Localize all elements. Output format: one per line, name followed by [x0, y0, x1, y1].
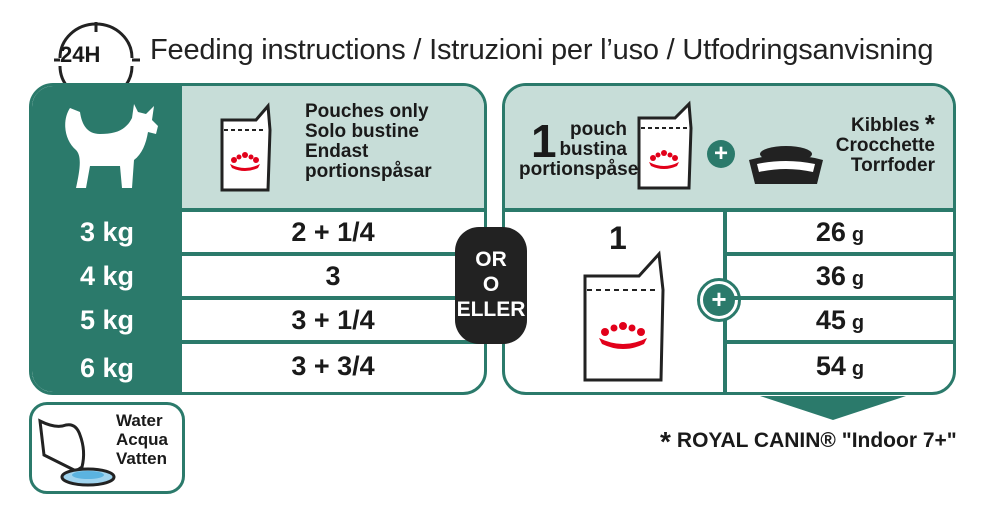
header-line-sv-1: Endast — [305, 141, 369, 162]
plus-icon: + — [703, 284, 735, 316]
amount-cell: 3 + 1/4 — [291, 304, 375, 335]
badge-label: 24H — [60, 42, 101, 67]
footnote-text: ROYAL CANIN® "Indoor 7+" — [676, 429, 957, 452]
water-en: Water — [116, 411, 163, 430]
bowl-icon — [749, 146, 823, 184]
page-title: Feeding instructions / Istruzioni per l’… — [150, 34, 934, 66]
footnote-star: * — [660, 426, 671, 457]
or-en: OR — [475, 248, 507, 271]
amount-cell: 3 + 3/4 — [291, 350, 375, 381]
water-label: Water Acqua Vatten — [116, 411, 168, 468]
row-divider — [32, 296, 484, 300]
pouch-icon — [220, 102, 272, 192]
weight-cell: 4 kg — [32, 256, 182, 296]
pouch-label-it: bustina — [559, 139, 627, 160]
pouch-icon — [637, 100, 693, 190]
row-divider — [727, 340, 953, 344]
or-sv: ELLER — [456, 298, 526, 321]
mixed-feeding-table: 1 pouch bustina portionspåse + Kibbles *… — [502, 83, 956, 395]
24h-clock-badge: 24H — [46, 12, 146, 102]
weight-cell: 3 kg — [32, 212, 182, 252]
pouch-large-icon — [583, 250, 665, 382]
header-line-it: Solo bustine — [305, 121, 419, 142]
pouch-label: pouch bustina portionspåse — [519, 119, 639, 180]
pouch-label-en: pouch — [570, 119, 627, 140]
kibbles-label-it: Crocchette — [835, 135, 935, 156]
cat-header-cell — [32, 86, 182, 208]
row-divider — [727, 296, 953, 300]
cat-drinking-icon — [38, 418, 116, 487]
kibbles-label-en: Kibbles — [850, 115, 920, 136]
row-divider — [32, 208, 484, 212]
weight-cell: 6 kg — [32, 344, 182, 392]
or-badge: OR O ELLER — [455, 227, 527, 344]
amount-cell: 3 — [325, 260, 341, 291]
plus-icon: + — [707, 140, 735, 168]
water-box: Water Acqua Vatten — [29, 402, 185, 494]
row-divider — [727, 252, 953, 256]
kibbles-label-sv: Torrfoder — [850, 155, 935, 176]
header-divider — [505, 208, 953, 212]
cat-icon — [65, 104, 158, 188]
pouches-only-table: Pouches only Solo bustine Endast portion… — [29, 83, 487, 395]
kibbles-label: Kibbles * Crocchette Torrfoder — [835, 111, 935, 176]
pouch-count: 1 — [531, 115, 557, 167]
water-sv: Vatten — [116, 449, 168, 468]
kibbles-star: * — [924, 109, 935, 139]
pouch-header-text: Pouches only Solo bustine Endast portion… — [305, 102, 432, 182]
mixed-header-cell: 1 pouch bustina portionspåse + Kibbles *… — [505, 86, 953, 208]
row-divider — [32, 340, 484, 344]
product-footnote: *ROYAL CANIN® "Indoor 7+" — [660, 426, 957, 458]
amount-cell: 2 + 1/4 — [291, 216, 375, 247]
header-line-sv-2: portionspåsar — [305, 161, 432, 182]
header-line-en: Pouches only — [305, 101, 429, 122]
pouch-header-cell: Pouches only Solo bustine Endast portion… — [182, 86, 484, 208]
or-it: O — [482, 273, 500, 296]
arrow-down-icon — [760, 396, 906, 420]
row-divider — [32, 252, 484, 256]
weight-cell: 5 kg — [32, 300, 182, 340]
water-it: Acqua — [116, 430, 168, 449]
pouch-label-sv: portionspåse — [519, 159, 639, 180]
pouch-number: 1 — [609, 220, 627, 256]
